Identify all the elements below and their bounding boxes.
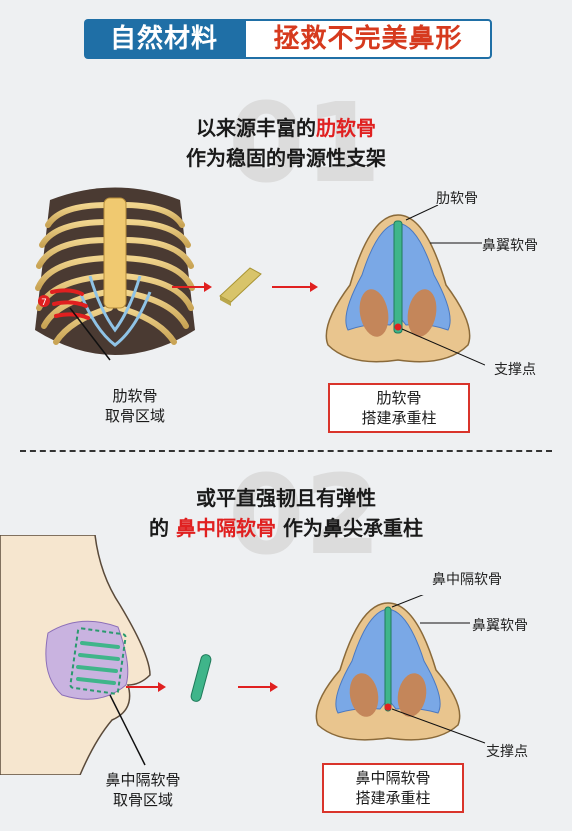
section2-donor-label: 鼻中隔软骨 取骨区域: [105, 771, 181, 809]
arrow-right-icon: [126, 682, 166, 692]
section2-number: 02: [228, 451, 382, 579]
arrow-right-icon: [272, 282, 318, 292]
ribcage-illustration: 7: [35, 187, 195, 361]
section2-heading-line1: 或平直强韧且有弹性: [196, 486, 376, 510]
nose1-label-alar-cartilage: 鼻翼软骨: [482, 238, 538, 254]
rib-cartilage-graft: [219, 267, 262, 306]
section1-heading-line1: 以来源丰富的肋软骨: [196, 116, 376, 140]
section1-donor-label: 肋软骨 取骨区域: [104, 387, 165, 425]
section2-heading-line2: 的 鼻中隔软骨 作为鼻尖承重柱: [149, 516, 423, 540]
section1-number: 01: [228, 79, 382, 207]
arrow-right-icon: [238, 682, 278, 692]
rib-marker: 7: [41, 298, 47, 308]
section1-heading-line2: 作为稳固的骨源性支架: [186, 146, 386, 170]
nose1-label-support-point: 支撑点: [494, 362, 536, 378]
septal-cartilage-graft: [190, 654, 212, 702]
nose2-label-septal-cartilage: 鼻中隔软骨: [432, 572, 502, 588]
arrow-right-icon: [172, 282, 212, 292]
face-profile-illustration: [0, 535, 151, 775]
section2-result-box: 鼻中隔软骨 搭建承重柱: [322, 763, 464, 813]
nose2-label-alar-cartilage: 鼻翼软骨: [472, 618, 528, 634]
banner-title-left: 自然材料: [84, 19, 244, 59]
banner-title-right: 拯救不完美鼻形: [244, 19, 492, 59]
nose2-label-support-point: 支撑点: [486, 744, 528, 760]
section1-result-box: 肋软骨 搭建承重柱: [328, 383, 470, 433]
nose-diagram-septal: [315, 595, 486, 744]
section-divider: [20, 450, 552, 452]
nose-diagram-rib: [325, 205, 485, 366]
nose1-label-rib-cartilage: 肋软骨: [436, 191, 478, 207]
